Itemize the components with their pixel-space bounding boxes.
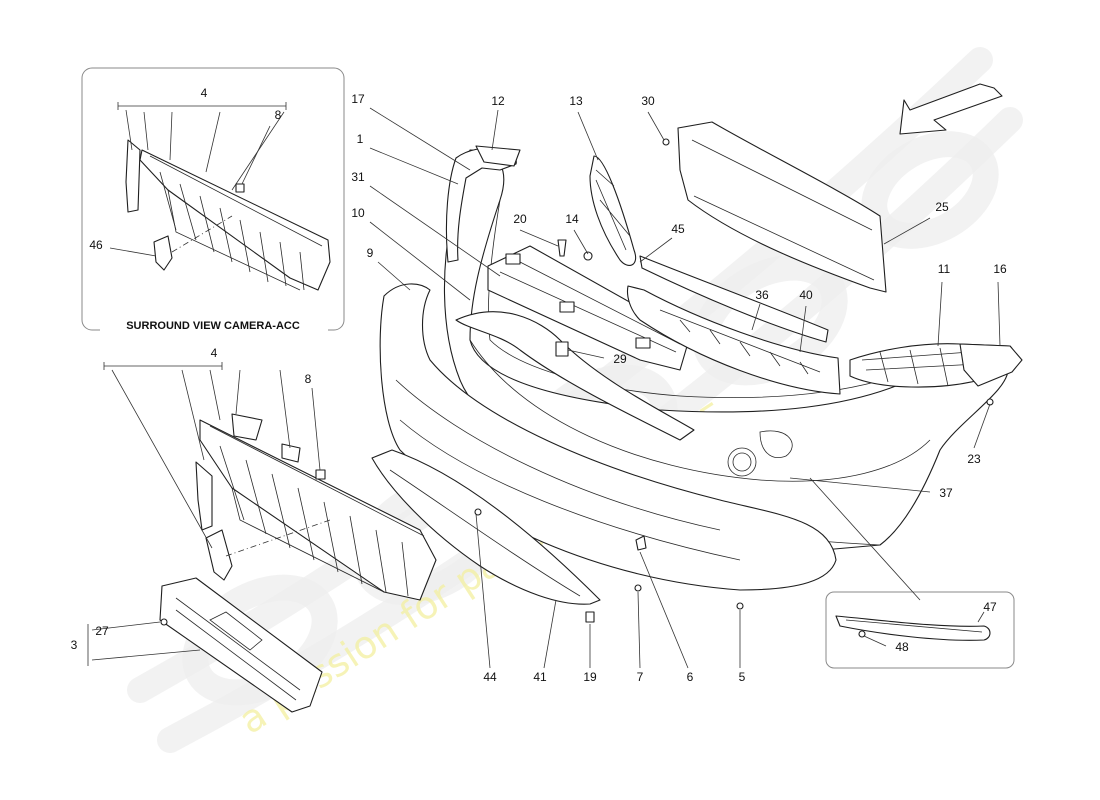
nut-19 [585, 611, 595, 623]
upper-mesh-insert [589, 155, 637, 266]
inset-trim-strip [825, 591, 1015, 669]
callout-31: 31 [351, 170, 365, 184]
clip-29 [555, 341, 569, 357]
clip-6 [635, 535, 647, 551]
callout-46: 46 [89, 238, 103, 252]
spoiler-detail [395, 379, 741, 561]
clip-44 [474, 508, 482, 516]
callout-37: 37 [939, 486, 953, 500]
upper-air-cover [677, 121, 887, 293]
callout-36: 36 [755, 288, 769, 302]
callout-20: 20 [513, 212, 527, 226]
caption-backdrop [100, 318, 328, 336]
callout-10: 10 [351, 206, 365, 220]
inset-clip [235, 183, 245, 193]
callout-11: 11 [938, 262, 951, 276]
callout-5: 5 [739, 670, 746, 684]
callout-numbers: 4 8 46 4 8 3 27 17 1 31 10 9 12 13 30 20… [71, 86, 1007, 684]
callout-12: 12 [491, 94, 505, 108]
screw-20 [557, 239, 567, 257]
leader-lines [87, 107, 1001, 669]
skid-plate [371, 449, 601, 605]
callout-8-inset: 8 [275, 108, 282, 122]
callout-40: 40 [799, 288, 813, 302]
callout-8-main: 8 [305, 372, 312, 386]
callout-4-main: 4 [211, 346, 218, 360]
callout-3: 3 [71, 638, 78, 652]
inset-side-trim [125, 139, 141, 213]
inset-camera-bracket [153, 235, 173, 271]
callout-48: 48 [895, 640, 909, 654]
callout-6: 6 [687, 670, 694, 684]
callout-17: 17 [351, 92, 365, 106]
callout-16: 16 [993, 262, 1007, 276]
callout-47: 47 [983, 600, 997, 614]
air-duct-strip [626, 255, 841, 395]
inset-surround-view: SURROUND VIEW CAMERA-ACC [81, 67, 345, 336]
callout-23: 23 [967, 452, 981, 466]
skid-plate-detail [389, 469, 581, 597]
grille-side-trim [195, 461, 213, 531]
grille-clip [315, 469, 326, 480]
camera-bracket [205, 529, 233, 581]
front-grille [199, 413, 437, 601]
callout-9: 9 [367, 246, 374, 260]
callout-44: 44 [483, 670, 497, 684]
callout-1: 1 [357, 132, 364, 146]
licence-plate-holder [159, 577, 323, 713]
upper-mount [475, 145, 521, 167]
mesh-pattern [595, 169, 631, 251]
callout-29: 29 [613, 352, 627, 366]
inset-grille [139, 149, 331, 291]
callout-27: 27 [95, 624, 109, 638]
inset-caption: SURROUND VIEW CAMERA-ACC [126, 320, 300, 332]
side-grille [849, 343, 1023, 388]
reinforcement-beam [487, 245, 691, 371]
callout-7: 7 [637, 670, 644, 684]
callout-41: 41 [533, 670, 547, 684]
screw-5 [736, 602, 744, 610]
callout-25: 25 [935, 200, 949, 214]
fasteners [474, 138, 994, 623]
callout-30: 30 [641, 94, 655, 108]
callout-45: 45 [671, 222, 685, 236]
direction-arrow [899, 83, 1003, 135]
callout-19: 19 [583, 670, 597, 684]
nut-14 [583, 251, 593, 261]
callout-13: 13 [569, 94, 583, 108]
screw-7 [634, 584, 642, 592]
inner-reinforcement [455, 311, 695, 441]
callout-14: 14 [565, 212, 579, 226]
screw-30 [662, 138, 670, 146]
callout-4-inset: 4 [201, 86, 208, 100]
